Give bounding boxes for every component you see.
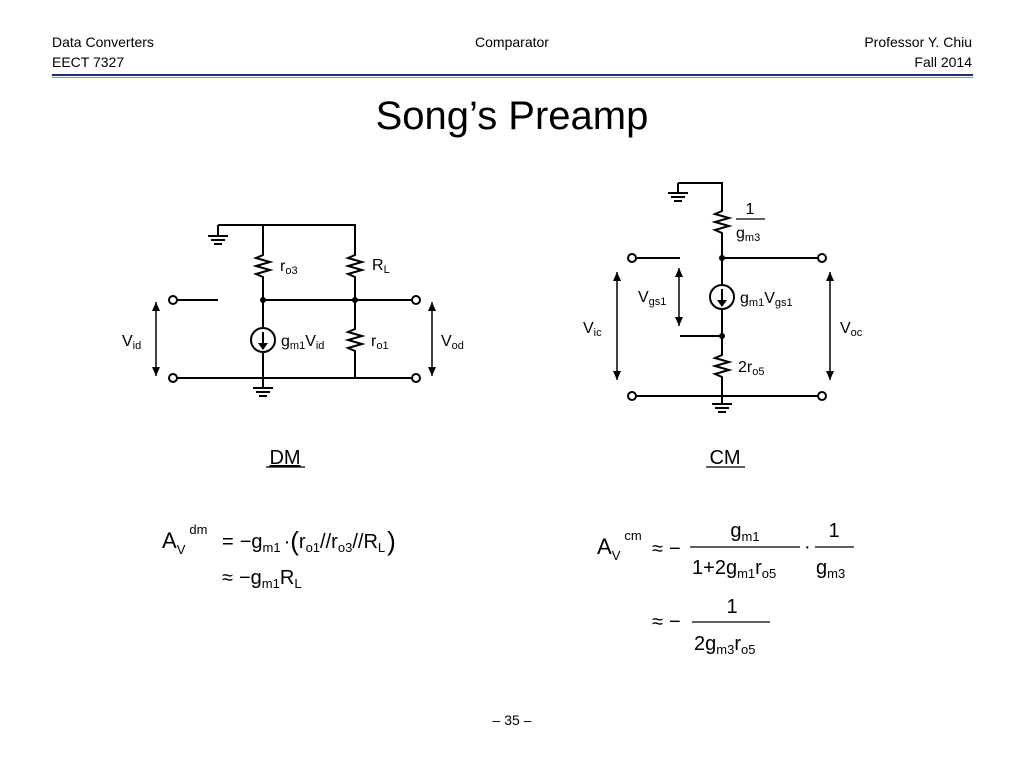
dm-rl-resistor-icon	[344, 252, 366, 280]
dm-top-rail	[218, 224, 356, 252]
cm-gain-num2: 1	[828, 520, 839, 542]
cm-gain-dot: ·	[804, 536, 811, 558]
cm-load-resistor-icon	[711, 208, 733, 236]
cm-section-label: CM	[709, 447, 740, 469]
cm-circuit	[613, 182, 834, 413]
header-divider-thin	[52, 77, 973, 78]
dm-gain-line2: ≈−gm1RL	[222, 567, 302, 591]
page-number: – 35 –	[492, 712, 532, 728]
cm-voc-label: Voc	[840, 320, 863, 339]
course-name: Data Converters	[52, 34, 154, 50]
cm-gain-num1: gm1	[730, 520, 759, 544]
dm-source-label: gm1Vid	[281, 333, 324, 352]
dm-gain-equation: AVdm =−gm1·(ro1//ro3//RL) ≈−gm1RL	[162, 522, 396, 591]
dm-rl-label: RL	[372, 257, 390, 276]
dm-supply-ground-icon	[208, 235, 228, 245]
dm-vod-label: Vod	[441, 333, 464, 352]
cm-gain-lhs: AVcm	[597, 528, 642, 563]
header-topic: Comparator	[475, 34, 549, 50]
header-left: Data Converters EECT 7327	[52, 32, 154, 72]
slide-title: Song’s Preamp	[375, 94, 649, 138]
professor-name: Professor Y. Chiu	[864, 34, 972, 50]
cm-gain-den1: 1+2gm1ro5	[692, 557, 776, 581]
cm-gain-op2: ≈−	[652, 611, 681, 633]
dm-ro3-resistor-icon	[252, 252, 274, 280]
dm-circuit	[152, 224, 436, 397]
dm-ro3-label: ro3	[280, 258, 298, 277]
dm-ro1-label: ro1	[371, 333, 389, 352]
cm-vic-label: Vic	[583, 320, 602, 339]
cm-gain-equation: AVcm ≈− gm1 1+2gm1ro5 · 1 gm3 ≈− 1 2gm3r…	[597, 520, 854, 657]
dm-ro1-resistor-icon	[344, 326, 366, 354]
cm-load-denominator: gm3	[736, 225, 760, 244]
header-divider	[52, 74, 973, 76]
dm-ground-icon	[253, 387, 273, 397]
cm-2ro5-label: 2ro5	[738, 359, 764, 378]
dm-gain-lhs: AVdm	[162, 522, 207, 557]
cm-2ro5-resistor-icon	[711, 352, 733, 380]
cm-gain-den3: 2gm3ro5	[694, 633, 755, 657]
cm-vgs1-label: Vgs1	[638, 289, 666, 308]
cm-gain-num3: 1	[726, 596, 737, 618]
dm-current-source-icon	[250, 327, 276, 353]
course-number: EECT 7327	[52, 54, 125, 70]
cm-ground-icon	[712, 403, 732, 413]
cm-load-numerator: 1	[746, 201, 755, 218]
cm-gain-op1: ≈−	[652, 538, 681, 560]
header-right: Professor Y. Chiu Fall 2014	[864, 32, 972, 72]
dm-vid-label: Vid	[122, 333, 141, 352]
semester: Fall 2014	[914, 54, 972, 70]
cm-top-rail	[678, 182, 723, 208]
dm-section-label: DM	[269, 447, 300, 469]
cm-gain-den2: gm3	[816, 557, 845, 581]
cm-source-label: gm1Vgs1	[740, 290, 793, 309]
cm-supply-ground-icon	[668, 192, 688, 202]
dm-gain-line1: =−gm1·(ro1//ro3//RL)	[222, 526, 396, 556]
cm-current-source-icon	[709, 284, 735, 310]
